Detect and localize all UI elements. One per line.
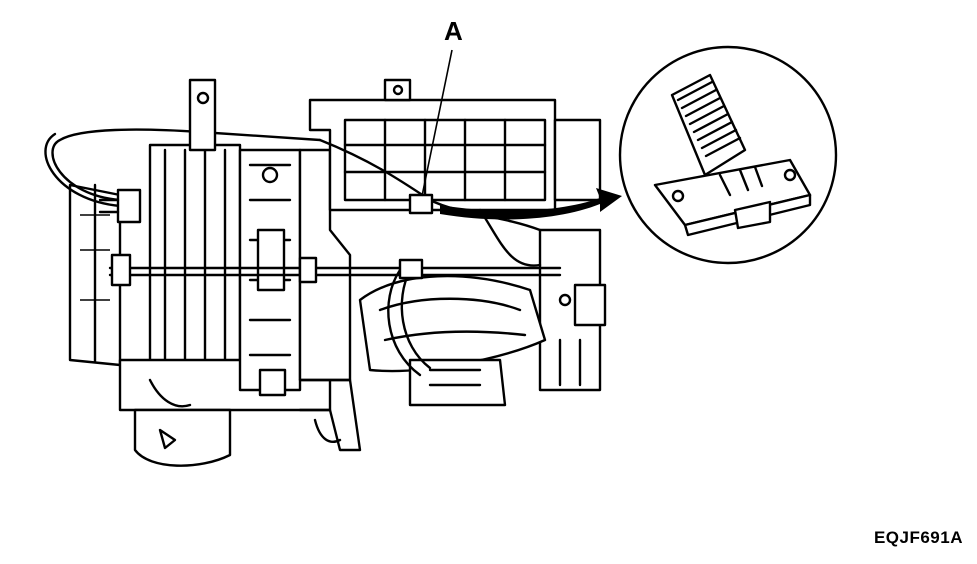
inset-resistor-detail (618, 45, 838, 265)
blower-housing (118, 78, 332, 467)
resistor-block (238, 148, 302, 397)
callout-leader-line (421, 49, 453, 197)
evaporator-case (308, 78, 557, 212)
figure-code: EQJF691A (873, 528, 963, 547)
control-rod (108, 253, 562, 287)
left-wire-harness (44, 128, 322, 224)
callout-label-a: A (444, 16, 463, 46)
pointer-arrow (440, 188, 622, 220)
lower-outlet-duct (358, 274, 547, 407)
right-assembly (538, 118, 607, 392)
